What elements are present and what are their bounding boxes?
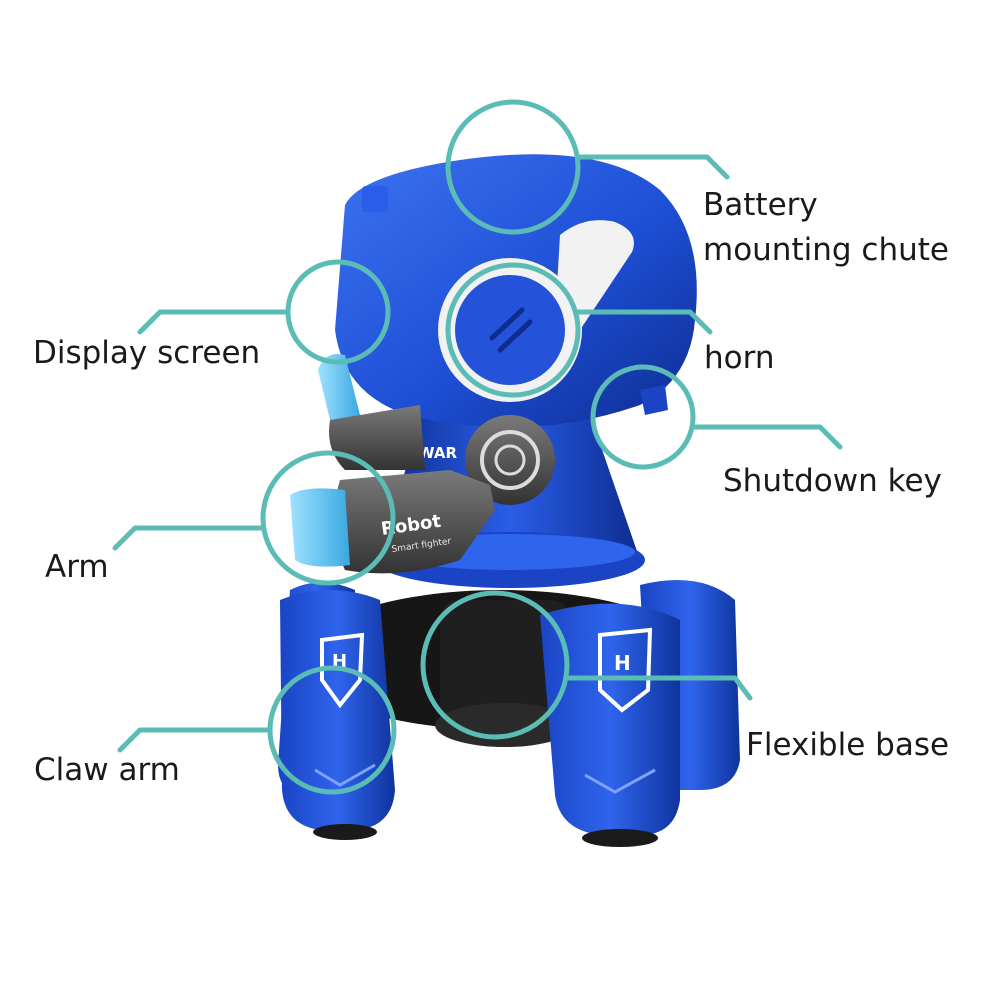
battery-circle bbox=[445, 99, 581, 235]
left-foot bbox=[313, 824, 377, 840]
horn-leader bbox=[575, 309, 713, 335]
arm-circle bbox=[260, 450, 396, 586]
left-leg-emblem bbox=[320, 632, 365, 709]
horn-speaker bbox=[455, 275, 565, 385]
flexible-base-core bbox=[440, 600, 570, 720]
right-foot bbox=[582, 829, 658, 847]
shutdown-key bbox=[640, 385, 668, 415]
base-circle bbox=[420, 590, 570, 740]
shutdown-circle bbox=[590, 364, 696, 470]
chest-print: WAR bbox=[418, 444, 457, 462]
right-leg-badge: H bbox=[614, 651, 631, 675]
label-flexible-base: Flexible base bbox=[746, 727, 950, 763]
claw-leader bbox=[117, 727, 273, 753]
label-display-screen: Display screen bbox=[33, 335, 261, 371]
back-arm bbox=[329, 405, 425, 470]
front-arm bbox=[333, 470, 495, 574]
battery-leader bbox=[575, 154, 730, 180]
label-horn: horn bbox=[704, 340, 775, 376]
display-leader bbox=[137, 309, 291, 335]
right-leg-emblem bbox=[598, 627, 653, 713]
arm-led-claw bbox=[290, 488, 350, 567]
arm-leader bbox=[112, 525, 266, 551]
base-leader bbox=[564, 675, 753, 701]
shoulder-joint bbox=[465, 415, 555, 505]
label-arm: Arm bbox=[45, 549, 109, 585]
label-claw-arm: Claw arm bbox=[34, 752, 180, 788]
horn-circle bbox=[445, 262, 581, 398]
head-tab bbox=[362, 186, 388, 212]
display-screen-led bbox=[318, 354, 360, 424]
label-battery-mounting-chute: Battery mounting chute bbox=[703, 187, 949, 268]
label-shutdown-key: Shutdown key bbox=[723, 463, 942, 499]
shutdown-leader bbox=[690, 424, 843, 450]
robot: WAR Robot Smart fighter bbox=[278, 154, 740, 847]
callouts bbox=[112, 99, 843, 795]
